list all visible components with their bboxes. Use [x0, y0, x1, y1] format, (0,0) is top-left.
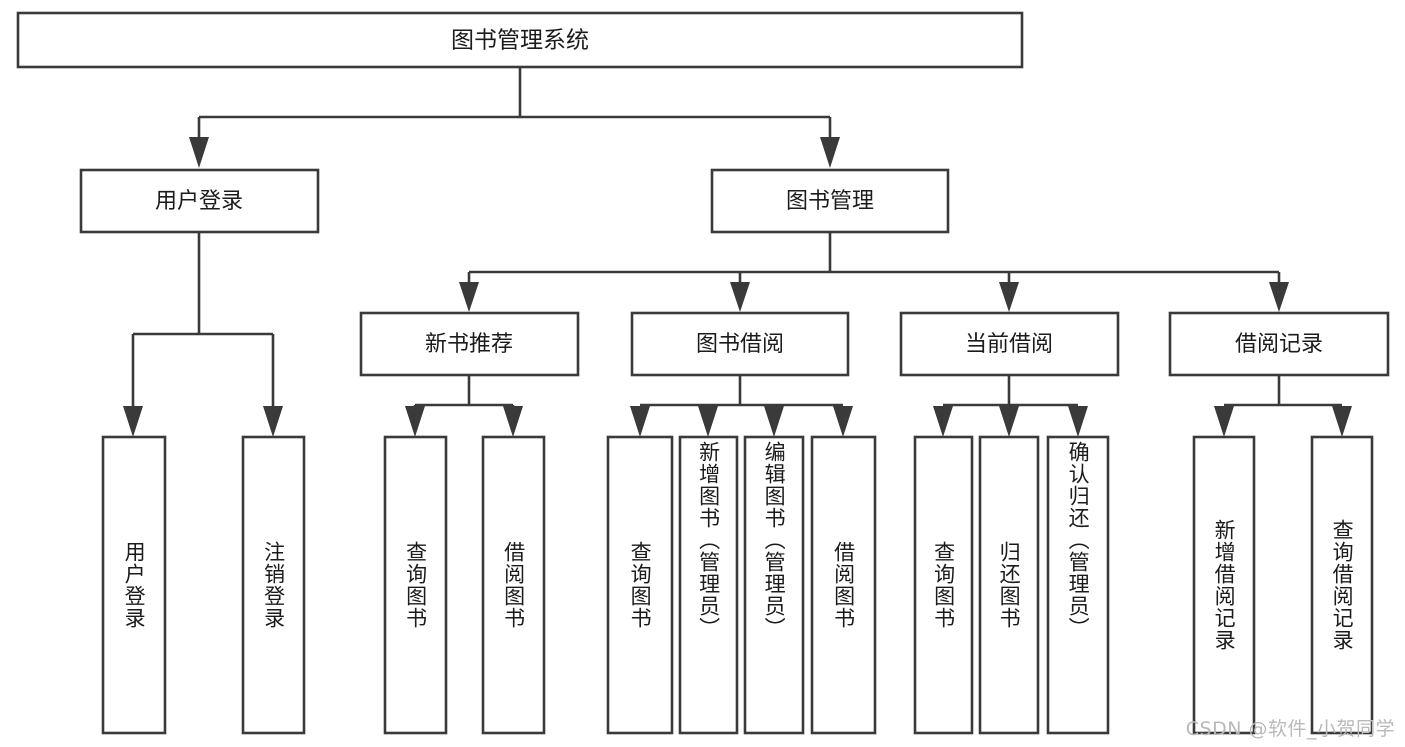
leaf-book-borrow-0[interactable]: [606, 435, 674, 735]
arrow-borrow-record-l1: [1214, 406, 1234, 437]
leaf-current-borrow-2[interactable]: [1046, 435, 1110, 735]
arrow-user-login-leaf1: [123, 406, 143, 437]
leaf-current-borrow-1[interactable]: [978, 435, 1040, 735]
node-user-login-label: 用户登录: [155, 189, 243, 214]
arrow-book-mgmt-b2: [730, 282, 750, 312]
node-new-book-recommend[interactable]: [359, 311, 580, 377]
node-book-management-label: 图书管理: [786, 189, 874, 214]
arrow-borrow-record-l2: [1332, 406, 1352, 437]
arrow-book-borrow-l4: [833, 406, 853, 437]
arrow-book-mgmt-b4: [1269, 282, 1289, 312]
arrow-new-book-l1: [405, 406, 425, 437]
node-root[interactable]: [16, 11, 1024, 69]
csdn-watermark: CSDN @软件_小贺同学: [1185, 718, 1395, 740]
node-user-login[interactable]: [79, 168, 320, 234]
leaf-book-borrow-3[interactable]: [810, 435, 877, 735]
arrow-book-mgmt-b1: [459, 282, 479, 312]
arrow-book-borrow-l1: [630, 406, 650, 437]
leaf-user-login-0[interactable]: [101, 435, 167, 735]
arrow-book-mgmt-b3: [999, 282, 1019, 312]
node-book-borrow-label: 图书借阅: [696, 332, 784, 357]
arrow-root-to-book-mgmt: [820, 137, 840, 168]
node-layer: 图书管理系统 用户登录 图书管理 新书推荐 图书借阅 当前借阅 借阅记录: [16, 11, 1390, 735]
node-book-management[interactable]: [710, 168, 950, 234]
leaf-new-book-1[interactable]: [481, 435, 546, 735]
arrow-current-borrow-l2: [999, 406, 1019, 437]
node-root-label: 图书管理系统: [451, 28, 589, 54]
leaf-book-borrow-2[interactable]: [743, 435, 805, 735]
arrow-user-login-leaf2: [263, 406, 283, 437]
arrow-new-book-l2: [503, 406, 523, 437]
leaf-new-book-0[interactable]: [383, 435, 448, 735]
arrow-book-borrow-l3: [764, 406, 784, 437]
leaf-user-login-1[interactable]: [241, 435, 306, 735]
node-borrow-record-label: 借阅记录: [1235, 332, 1323, 357]
arrow-current-borrow-l3: [1068, 406, 1088, 437]
connector-layer: [123, 67, 1352, 437]
arrow-book-borrow-l2: [698, 406, 718, 437]
node-borrow-record[interactable]: [1168, 311, 1390, 377]
leaf-borrow-record-1[interactable]: [1310, 435, 1374, 735]
leaf-borrow-record-0[interactable]: [1192, 435, 1256, 735]
node-current-borrow-label: 当前借阅: [965, 332, 1053, 357]
leaf-book-borrow-1[interactable]: [678, 435, 739, 735]
node-book-borrow[interactable]: [630, 311, 850, 377]
leaf-current-borrow-0[interactable]: [913, 435, 974, 735]
node-new-book-recommend-label: 新书推荐: [425, 332, 513, 357]
arrow-root-to-user-login: [189, 137, 209, 168]
node-current-borrow[interactable]: [899, 311, 1120, 377]
arrow-current-borrow-l1: [933, 406, 953, 437]
